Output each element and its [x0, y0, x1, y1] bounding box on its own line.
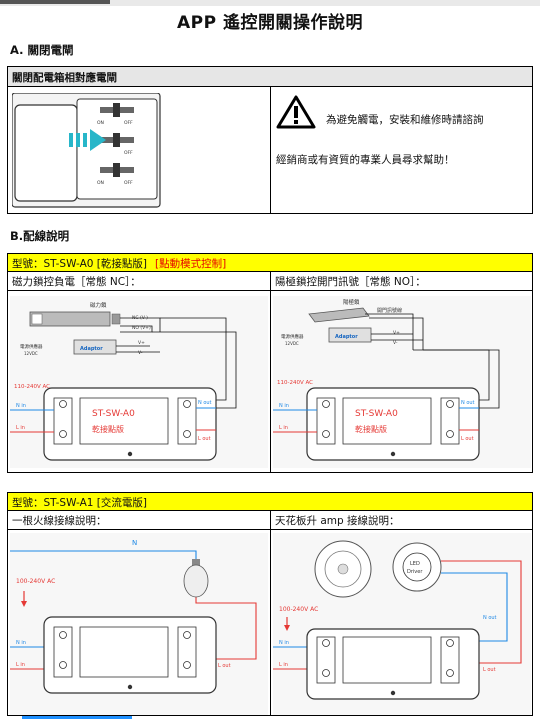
- lin-label: L in: [16, 425, 25, 431]
- ac-wires: [10, 407, 216, 433]
- model-a1-header: 型號：ST-SW-A1 [交流電版]: [8, 493, 532, 511]
- supply-sub-label: 12VDC: [24, 351, 38, 356]
- ac-wires-2: [273, 407, 479, 433]
- led-driver-label-2: Driver: [407, 569, 423, 575]
- a0-maglock-diagram: 磁力鎖 NC (V-) NO (V+) 電源供應器 12VDC Adaptor …: [10, 296, 268, 468]
- nout-label-2: N out: [461, 400, 475, 406]
- svg-text:Adaptor: Adaptor: [80, 346, 103, 352]
- anode-lock-icon: [308, 307, 370, 323]
- led-driver-icon: [392, 542, 442, 592]
- supply-label: 電源供應器: [20, 343, 43, 350]
- svg-text:Adaptor: Adaptor: [335, 334, 358, 340]
- breaker-panel-door: [14, 104, 78, 202]
- model-a0-divider: [270, 272, 271, 473]
- supply-sub-label-2: 12VDC: [285, 341, 299, 346]
- top-banner-notch: [0, 0, 110, 4]
- lin-label-2: L in: [279, 425, 288, 431]
- bottom-accent-strip: [22, 716, 132, 719]
- breaker-switch-bottom: [100, 163, 134, 177]
- breaker-on-label-3: ON: [97, 180, 104, 186]
- a0-device-version-2: 乾接點版: [355, 424, 387, 434]
- a0-device-model: ST-SW-A0: [92, 409, 135, 419]
- model-a0-header: 型號：ST-SW-A0 [乾接點版] [點動模式控制]: [8, 254, 532, 272]
- lin-label-4: L in: [279, 662, 288, 668]
- section-a-box: 關閉配電箱相對應電閘 ON OFF OFF ON OFF: [7, 66, 533, 214]
- ac-voltage-label-2: 110-240V AC: [277, 380, 313, 386]
- a1-device-icon: [43, 616, 217, 694]
- adaptor-icon: Adaptor: [73, 339, 117, 355]
- breaker-off-label-2: OFF: [124, 150, 133, 156]
- n-wire-label: N: [132, 539, 137, 547]
- a1-ceiling-lamp-diagram: LED Driver 100-240V AC N in L in N out L: [273, 533, 531, 715]
- lout-label: L out: [198, 436, 211, 442]
- a1-device-icon-2: [306, 628, 480, 700]
- nin-label-4: N in: [279, 640, 289, 646]
- maglock-label: 磁力鎖: [90, 301, 107, 309]
- lin-label-3: L in: [16, 662, 25, 668]
- vplus-label: V+: [138, 340, 145, 346]
- section-a-divider: [270, 87, 271, 214]
- a0-device-icon-2: [306, 387, 480, 461]
- page-title: APP 遙控開關操作說明: [177, 13, 363, 33]
- ac-voltage-label: 110-240V AC: [14, 384, 50, 390]
- a0-device-icon: [43, 387, 217, 461]
- a0-device-version: 乾接點版: [92, 424, 124, 434]
- breaker-off-label-3: OFF: [124, 180, 133, 186]
- lightbulb-icon: [183, 559, 209, 598]
- ac-voltage-label-3: 100-240V AC: [16, 578, 55, 585]
- a0-anode-lock-diagram: 陽極鎖 開門訊號線 電源供應器 12VDC Adaptor V+ V- 110-…: [273, 296, 531, 468]
- a1-single-live-diagram: N 100-240V AC N in L in L: [10, 533, 268, 715]
- adaptor-icon-2: Adaptor: [328, 327, 372, 343]
- breaker-box-illustration: ON OFF OFF ON OFF: [12, 93, 161, 208]
- breaker-on-label-1: ON: [97, 120, 104, 126]
- nin-label-2: N in: [279, 403, 289, 409]
- lout-label-3: L out: [218, 663, 231, 669]
- model-a0-box: 型號：ST-SW-A0 [乾接點版] [點動模式控制] 磁力鎖控負電［常態 NC］…: [7, 253, 533, 473]
- anode-lock-label: 陽極鎖: [343, 298, 360, 306]
- low-voltage-wires: [116, 317, 237, 409]
- nout-label-4: N out: [483, 615, 497, 621]
- section-a-title: A. 關閉電閘: [10, 43, 74, 57]
- breaker-switch-middle: [100, 133, 134, 147]
- down-arrow-icon-2: [284, 617, 290, 631]
- teal-arrow-icon: [69, 129, 106, 151]
- warning-text-line2: 經銷商或有資質的專業人員尋求幫助！: [276, 154, 455, 166]
- top-banner-strip: [0, 0, 540, 6]
- maglock-icon: [29, 311, 121, 327]
- down-arrow-icon: [21, 591, 27, 607]
- vplus-label-2: V+: [393, 330, 400, 336]
- led-driver-label-1: LED: [410, 561, 420, 567]
- model-a0-name: 型號：ST-SW-A0 [乾接點版]: [12, 258, 147, 270]
- vminus-label-2: V-: [393, 340, 398, 346]
- low-voltage-wires-2: [365, 313, 500, 409]
- breaker-panel-face: [76, 98, 158, 200]
- lout-label-2: L out: [461, 436, 474, 442]
- a0-device-model-2: ST-SW-A0: [355, 409, 398, 419]
- model-a0-mode: [點動模式控制]: [154, 258, 227, 270]
- warning-icon: [276, 95, 316, 129]
- model-a1-divider: [270, 511, 271, 716]
- warning-text-line1: 為避免觸電，安裝和維修時請諮詢: [326, 114, 484, 126]
- maglock-no-label: NO (V+): [132, 325, 151, 331]
- breaker-off-label-1: OFF: [124, 120, 133, 126]
- ac-voltage-label-4: 100-240V AC: [279, 606, 318, 613]
- ceiling-lamp-icon: [314, 540, 372, 598]
- door-signal-label: 開門訊號線: [377, 307, 402, 314]
- section-b-title: B.配線說明: [10, 229, 70, 243]
- model-a1-box: 型號：ST-SW-A1 [交流電版] 一根火線接線說明： 天花板升 amp 接線…: [7, 492, 533, 716]
- lout-label-4: L out: [483, 667, 496, 673]
- model-a1-right-col-head: 天花板升 amp 接線說明：: [271, 511, 532, 530]
- vminus-label: V-: [138, 350, 143, 356]
- model-a0-right-col-head: 陽極鎖控開門訊號［常態 NO］：: [271, 272, 532, 291]
- breaker-switch-top: [100, 103, 134, 117]
- nout-label: N out: [198, 400, 212, 406]
- supply-label-2: 電源供應器: [281, 333, 304, 340]
- nin-label-3: N in: [16, 640, 26, 646]
- model-a0-left-col-head: 磁力鎖控負電［常態 NC］：: [8, 272, 270, 291]
- section-a-header: 關閉配電箱相對應電閘: [8, 67, 532, 87]
- nin-label: N in: [16, 403, 26, 409]
- model-a1-left-col-head: 一根火線接線說明：: [8, 511, 270, 530]
